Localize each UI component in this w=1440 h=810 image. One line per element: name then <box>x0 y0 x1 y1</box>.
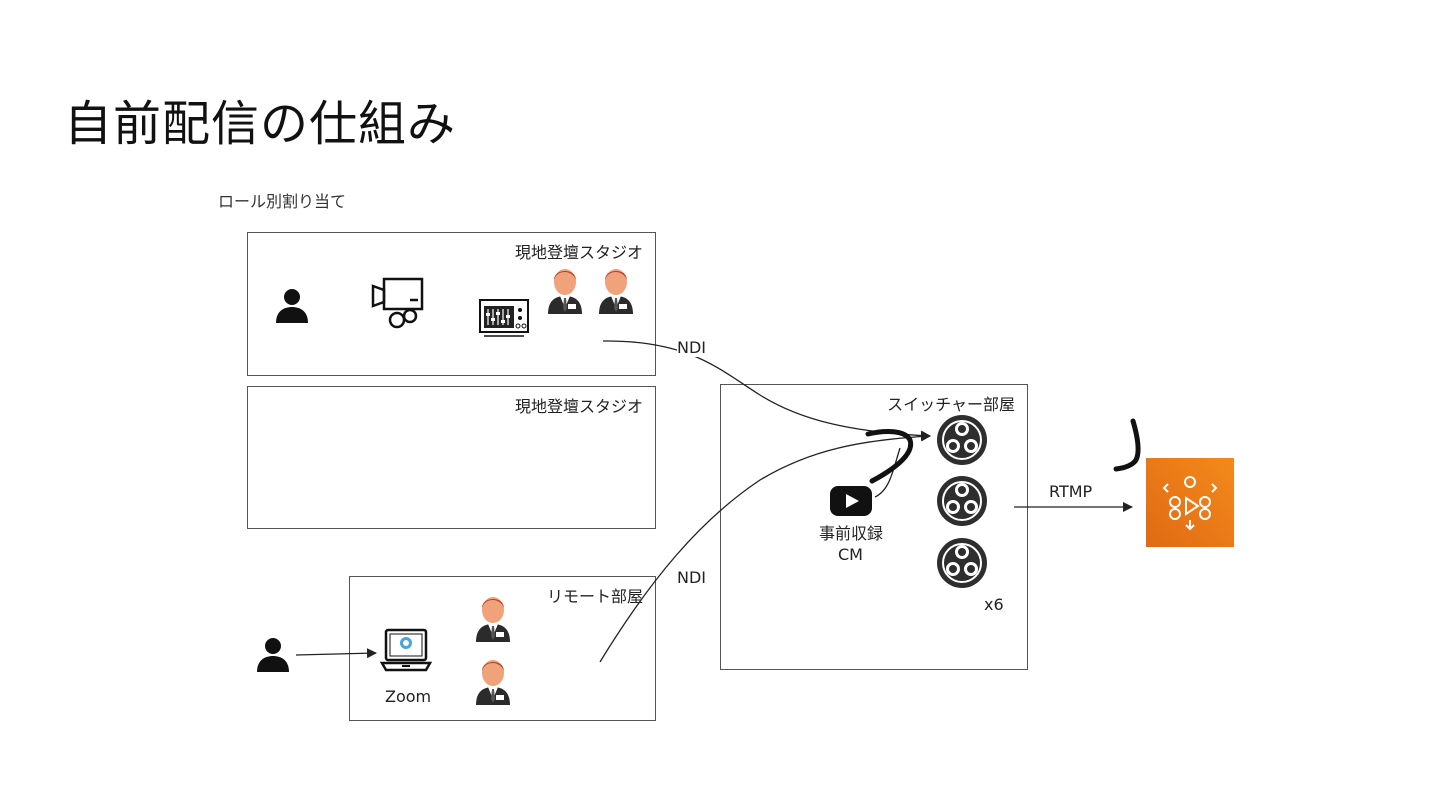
ndi-bottom-label: NDI <box>677 568 707 587</box>
ndi-remote-link <box>599 431 931 663</box>
obs-icon <box>937 476 987 526</box>
annotation-mark <box>1113 418 1141 472</box>
preroll-link <box>874 447 901 498</box>
rtmp-label: RTMP <box>1049 482 1093 501</box>
person-icon <box>276 289 308 323</box>
preroll-label-line2: CM <box>838 545 863 564</box>
obs-count-label: x6 <box>984 595 1004 614</box>
obs-icon <box>937 415 987 465</box>
video-mixer-icon <box>479 299 529 337</box>
remote-room: リモート部屋 <box>349 576 656 721</box>
laptop-icon <box>380 628 432 672</box>
studio-room-2-label: 現地登壇スタジオ <box>514 397 643 416</box>
emphasis-stroke <box>865 429 914 484</box>
speaker-avatar-icon <box>548 269 582 314</box>
page-title: 自前配信の仕組み <box>64 96 457 152</box>
speaker-avatar-icon <box>476 597 510 642</box>
switcher-room-label: スイッチャー部屋 <box>887 395 1015 414</box>
medialive-icon <box>1146 458 1234 547</box>
studio-room-1-label: 現地登壇スタジオ <box>514 243 643 262</box>
obs-icon <box>937 538 987 588</box>
speaker-avatar-icon <box>599 269 633 314</box>
video-play-icon <box>830 486 872 516</box>
studio-room-2: 現地登壇スタジオ <box>247 386 656 529</box>
camera-icon <box>371 277 424 329</box>
remote-to-zoom-link <box>295 648 377 659</box>
ndi-top-label: NDI <box>677 338 707 357</box>
remote-room-label: リモート部屋 <box>546 587 643 606</box>
studio-room-1: 現地登壇スタジオ <box>247 232 656 376</box>
remote-person-icon <box>257 638 289 672</box>
zoom-label: Zoom <box>385 687 432 706</box>
speaker-avatar-icon <box>476 660 510 705</box>
ndi-studio-link <box>602 340 931 441</box>
subtitle: ロール別割り当て <box>218 192 347 211</box>
preroll-label-line1: 事前収録 <box>819 524 884 543</box>
